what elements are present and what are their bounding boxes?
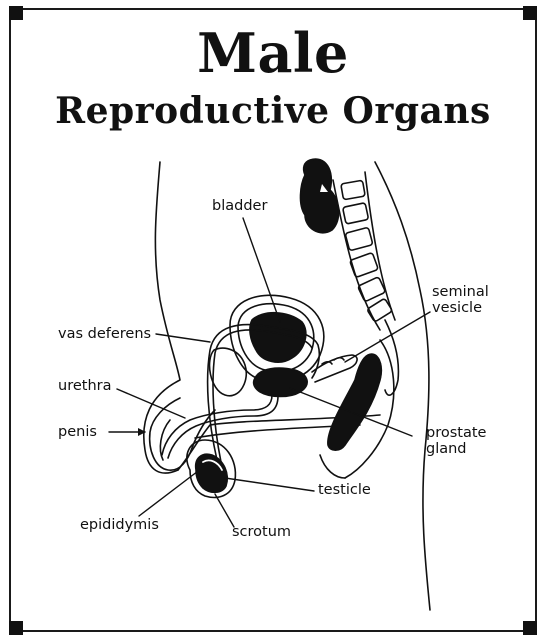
leader-bladder (243, 218, 280, 322)
label-seminal-vesicle-line2: vesicle (432, 300, 482, 316)
back-outline (375, 162, 430, 610)
urethra (162, 395, 272, 455)
abdomen-outline (144, 162, 180, 473)
leader-testicle (225, 478, 314, 491)
label-seminal-vesicle-line1: seminal (432, 284, 489, 300)
rectum-wall (320, 455, 345, 478)
leader-vas-deferens (156, 334, 210, 342)
label-prostate-gland-line1: prostate (426, 425, 486, 441)
label-penis: penis (58, 424, 97, 440)
label-scrotum: scrotum (232, 524, 291, 540)
label-vas-deferens: vas deferens (58, 326, 151, 342)
colon (300, 159, 338, 233)
penis-arrowhead (138, 428, 146, 436)
leader-urethra (117, 389, 185, 418)
label-urethra: urethra (58, 378, 111, 394)
rectum (328, 354, 381, 450)
label-epididymis: epididymis (80, 517, 159, 533)
leader-scrotum (215, 494, 234, 527)
label-bladder: bladder (212, 198, 267, 214)
urethra (168, 396, 278, 458)
label-testicle: testicle (318, 482, 371, 498)
label-prostate-gland-line2: gland (426, 441, 467, 457)
